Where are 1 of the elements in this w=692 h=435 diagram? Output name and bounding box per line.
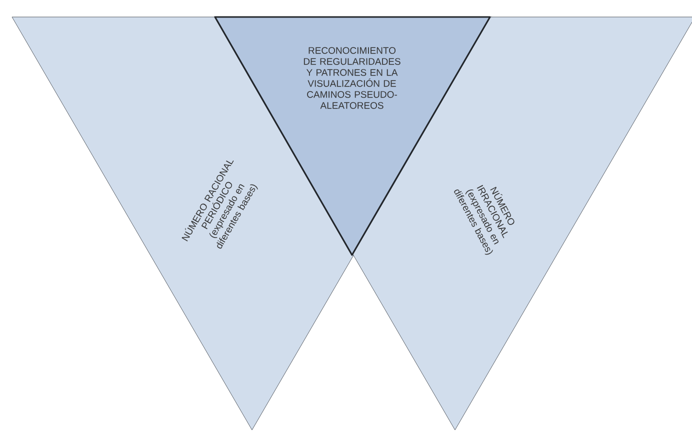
triangle-label: RECONOCIMIENTO DE REGULARIDADES Y PATRONES EN LA VISUALIZACIÓN DE CAMINOS PSEUDO-ALEATOREOS [304, 47, 400, 109]
